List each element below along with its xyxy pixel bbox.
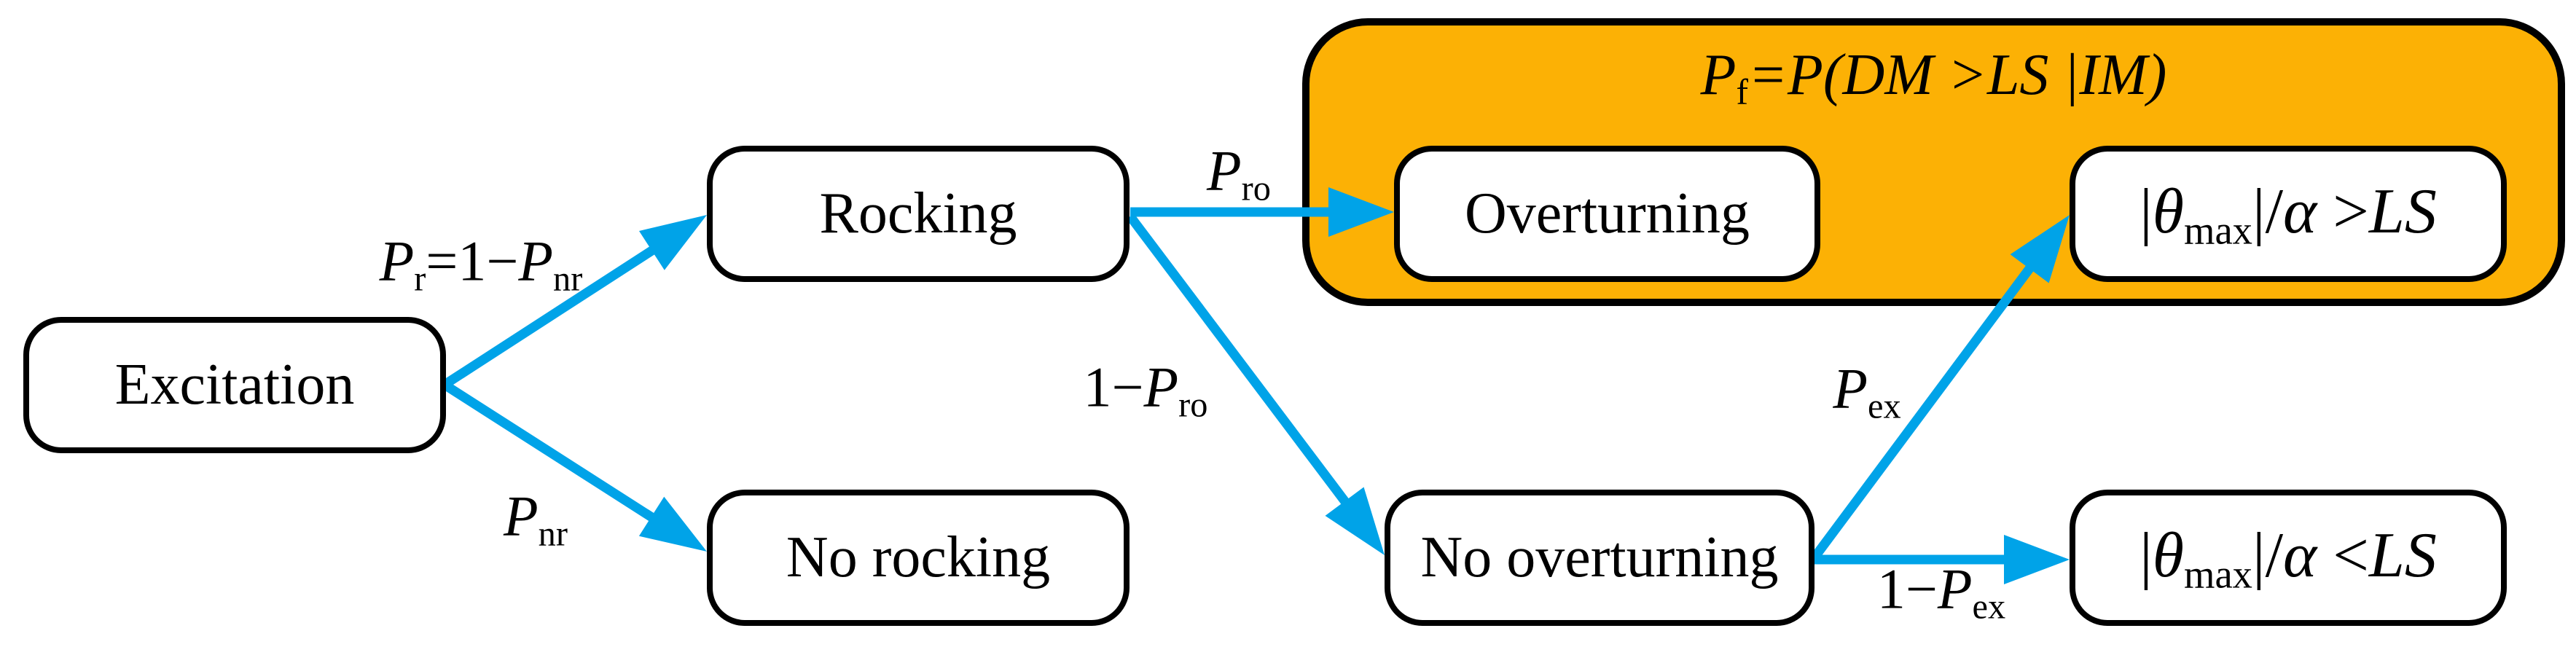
max-subscript: max <box>2184 552 2252 597</box>
arrow-no-overturning-to-exceed-head <box>2010 215 2070 283</box>
label-subscript: ex <box>1868 387 1901 426</box>
node-overturning-label: Overturning <box>1464 181 1750 246</box>
label-part: P <box>1207 138 1242 203</box>
theta-glyph: θ <box>2152 519 2185 591</box>
bar-glyph: | <box>2140 176 2153 247</box>
theta-glyph: θ <box>2152 176 2185 247</box>
label-probability-overturning: Pro <box>1207 138 1271 209</box>
label-subscript: ro <box>1178 385 1208 425</box>
node-excitation-label: Excitation <box>114 353 355 417</box>
node-theta-ratio-below-ls: |θmax|/α <LS <box>2070 490 2507 626</box>
less-than-glyph: < <box>2317 519 2369 591</box>
label-part: P <box>1937 557 1973 621</box>
arrow-excitation-to-no-rocking-shaft <box>442 380 656 522</box>
label-part: =1− <box>426 229 519 293</box>
label-subscript: ro <box>1241 169 1271 208</box>
bar-slash-glyph: |/ <box>2252 176 2284 247</box>
ls-text: LS <box>2368 519 2437 591</box>
arrow-excitation-to-rocking-shaft <box>442 246 656 389</box>
label-part: P <box>504 484 539 548</box>
node-no-rocking: No rocking <box>707 490 1130 626</box>
failure-probability-title: Pf=P(DM >LS |IM) <box>1302 42 2565 113</box>
title-part: =P(DM >LS |IM) <box>1748 43 2167 107</box>
title-subscript: f <box>1736 71 1749 112</box>
arrow-excitation-to-rocking-head <box>639 215 707 270</box>
arrow-excitation-to-no-rocking-head <box>638 496 707 552</box>
node-overturning: Overturning <box>1394 146 1820 282</box>
label-probability-no-rocking: Pnr <box>504 484 568 554</box>
math-part: |θmax|/α <LS <box>2140 519 2437 597</box>
arrow-rocking-to-no-overturning-head <box>1325 487 1385 555</box>
max-subscript: max <box>2184 208 2252 253</box>
greater-than-glyph: > <box>2317 176 2369 247</box>
node-no-overturning-label: No overturning <box>1420 525 1779 589</box>
node-excitation: Excitation <box>23 317 446 453</box>
label-part: P <box>1143 355 1179 419</box>
bar-glyph: | <box>2140 519 2153 591</box>
node-rocking: Rocking <box>707 146 1130 282</box>
arrow-rocking-to-overturning-head <box>1328 187 1394 237</box>
label-probability-rocking: Pr=1−Pnr <box>380 229 583 299</box>
node-no-rocking-label: No rocking <box>786 525 1051 589</box>
bar-slash-glyph: |/ <box>2252 519 2284 591</box>
label-subscript: r <box>414 259 426 299</box>
label-part: P <box>1833 356 1868 420</box>
title-part: P <box>1700 43 1737 107</box>
label-probability-non-exceedance: 1−Pex <box>1877 557 2005 627</box>
arrow-no-overturning-to-exceed-shaft <box>1810 264 2035 560</box>
arrow-rocking-to-no-overturning-shaft <box>1126 213 1350 506</box>
label-part: P <box>379 229 415 293</box>
alpha-glyph: α <box>2283 176 2317 247</box>
alpha-glyph: α <box>2283 519 2317 591</box>
node-no-overturning: No overturning <box>1385 490 1814 626</box>
ls-text: LS <box>2368 176 2437 247</box>
label-subscript: nr <box>553 259 583 299</box>
label-probability-exceedance: Pex <box>1833 356 1900 427</box>
node-rocking-label: Rocking <box>819 181 1017 246</box>
label-probability-no-overturning: 1−Pro <box>1084 355 1208 426</box>
label-subscript: ex <box>1972 587 2006 627</box>
math-part: |θmax|/α >LS <box>2140 175 2437 253</box>
label-part: P <box>518 229 554 293</box>
label-part: 1− <box>1876 557 1938 621</box>
label-part: 1− <box>1083 355 1144 419</box>
node-theta-ratio-exceeds-ls: |θmax|/α >LS <box>2070 146 2507 282</box>
arrow-no-overturning-to-within-head <box>2004 535 2070 584</box>
label-subscript: nr <box>538 514 568 554</box>
